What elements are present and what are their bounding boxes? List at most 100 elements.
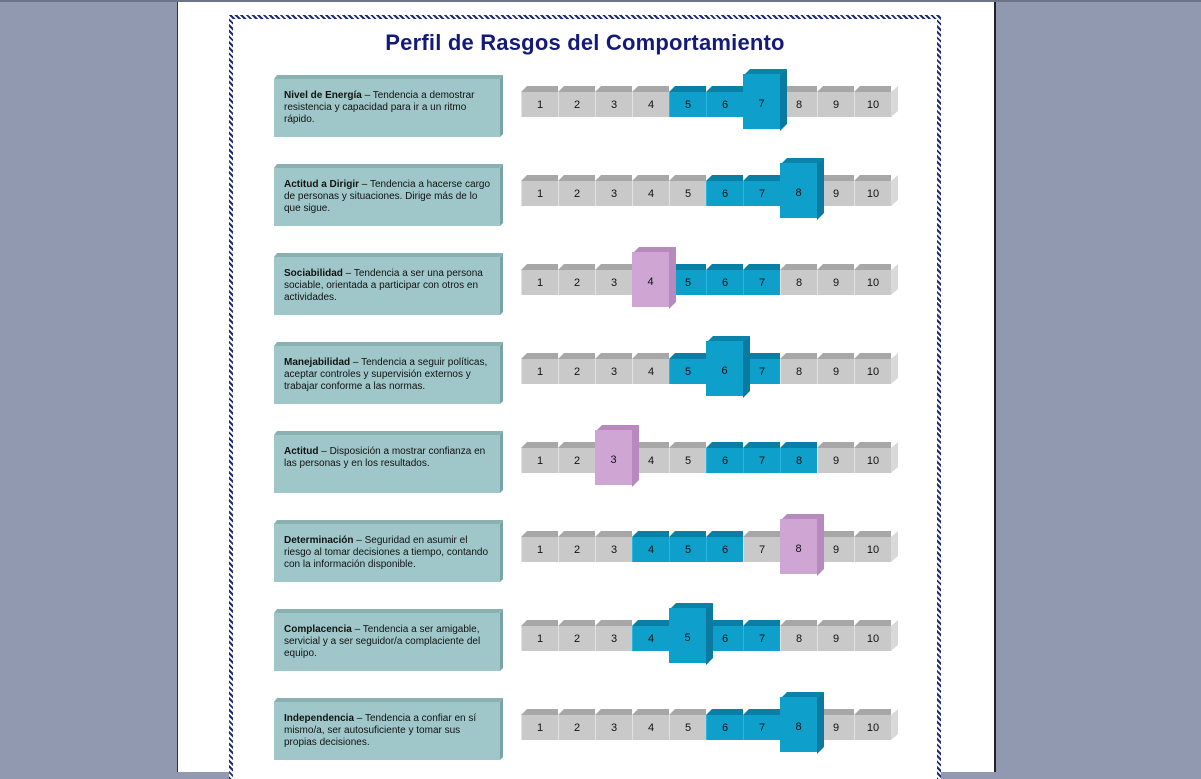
- scale-cell-top: [669, 442, 706, 448]
- trait-name: Determinación: [284, 535, 354, 546]
- scale-cell-top: [706, 442, 743, 448]
- box-top-bevel: [274, 698, 503, 702]
- trait-row: Determinación – Seguridad en asumir el r…: [233, 514, 937, 587]
- scale-cell: 5: [669, 537, 706, 562]
- scale-cell-top: [521, 175, 558, 181]
- trait-description: – Tendencia a hacerse cargo de personas …: [284, 179, 491, 214]
- scale-cell: 3: [595, 181, 632, 206]
- trait-name: Actitud a Dirigir: [284, 179, 360, 190]
- trait-description-box: Sociabilidad – Tendencia a ser una perso…: [274, 253, 503, 315]
- score-marker-side: [817, 692, 824, 754]
- scale-cell-top: [595, 709, 632, 715]
- scale-cell: 10: [854, 626, 891, 651]
- scale-cell-top: [632, 709, 669, 715]
- scale-cell: 1: [521, 359, 558, 384]
- trait-row: Nivel de Energía – Tendencia a demostrar…: [233, 69, 937, 142]
- trait-description: – Tendencia a ser una persona sociable, …: [284, 268, 483, 303]
- trait-name: Actitud: [284, 446, 319, 457]
- score-marker-top: [743, 69, 787, 76]
- score-marker-side: [632, 425, 639, 487]
- scale-cell: 4: [632, 537, 669, 562]
- score-marker: 7: [743, 74, 780, 129]
- scale-cell: 10: [854, 359, 891, 384]
- scale-cell-top: [632, 442, 669, 448]
- scale-cell: 1: [521, 626, 558, 651]
- trait-row: Complacencia – Tendencia a ser amigable,…: [233, 603, 937, 676]
- scale-cell-top: [558, 264, 595, 270]
- box-side-bevel: [500, 698, 503, 760]
- scale-cell: 3: [595, 359, 632, 384]
- scale-cell-top: [854, 531, 891, 537]
- trait-description-box: Manejabilidad – Tendencia a seguir polít…: [274, 342, 503, 404]
- scale-cell-top: [817, 531, 854, 537]
- scale-cell: 7: [743, 715, 780, 740]
- trait-description-box: Nivel de Energía – Tendencia a demostrar…: [274, 75, 503, 137]
- box-side-bevel: [500, 431, 503, 493]
- scale-end-bevel: [891, 86, 898, 117]
- scale-cell-top: [521, 442, 558, 448]
- trait-description: – Tendencia a confiar en sí mismo/a, ser…: [284, 713, 477, 748]
- scale-cell-top: [780, 264, 817, 270]
- scale-cell-top: [743, 175, 780, 181]
- scale-cell-top: [854, 353, 891, 359]
- score-marker-top: [706, 336, 750, 343]
- scale-cell: 8: [780, 626, 817, 651]
- box-face: Determinación – Seguridad en asumir el r…: [274, 524, 500, 582]
- scale-cell: 7: [743, 537, 780, 562]
- scale-cell: 7: [743, 181, 780, 206]
- scale-end-bevel: [891, 353, 898, 384]
- scale-cell: 5: [669, 181, 706, 206]
- box-top-bevel: [274, 164, 503, 168]
- scale-cell-top: [706, 175, 743, 181]
- scale-cell-top: [669, 264, 706, 270]
- box-face: Manejabilidad – Tendencia a seguir polít…: [274, 346, 500, 404]
- scale-end-bevel: [891, 531, 898, 562]
- box-side-bevel: [500, 75, 503, 137]
- trait-description-box: Complacencia – Tendencia a ser amigable,…: [274, 609, 503, 671]
- scale-cell: 10: [854, 92, 891, 117]
- score-marker-top: [780, 514, 824, 521]
- scale-cell: 2: [558, 448, 595, 473]
- scale-cell: 1: [521, 715, 558, 740]
- scale-cell-top: [521, 531, 558, 537]
- scale-cell: 3: [595, 92, 632, 117]
- score-marker-side: [780, 69, 787, 131]
- scale-cell-top: [632, 86, 669, 92]
- scale-cell: 3: [595, 537, 632, 562]
- trait-name: Manejabilidad: [284, 357, 351, 368]
- trait-description-box: Actitud a Dirigir – Tendencia a hacerse …: [274, 164, 503, 226]
- trait-row: Independencia – Tendencia a confiar en s…: [233, 692, 937, 765]
- scale-cell: 2: [558, 270, 595, 295]
- document-page: Perfil de Rasgos del Comportamiento Nive…: [177, 2, 996, 779]
- scale-cell: 8: [780, 270, 817, 295]
- scale-cell-top: [817, 353, 854, 359]
- scale-cell-top: [558, 531, 595, 537]
- scale-cell-top: [521, 353, 558, 359]
- trait-name: Complacencia: [284, 624, 352, 635]
- scale-cell-top: [595, 531, 632, 537]
- scale-cell: 1: [521, 92, 558, 117]
- scale-cell: 5: [669, 92, 706, 117]
- box-face: Independencia – Tendencia a confiar en s…: [274, 702, 500, 760]
- box-face: Complacencia – Tendencia a ser amigable,…: [274, 613, 500, 671]
- scale-end-bevel: [891, 709, 898, 740]
- trait-name: Sociabilidad: [284, 268, 343, 279]
- scale-cell-top: [780, 442, 817, 448]
- score-marker: 8: [780, 163, 817, 218]
- scale-cell-top: [743, 353, 780, 359]
- trait-row: Sociabilidad – Tendencia a ser una perso…: [233, 247, 937, 320]
- scale-cell-top: [558, 442, 595, 448]
- scale-end-bevel: [891, 175, 898, 206]
- dashed-frame: Perfil de Rasgos del Comportamiento Nive…: [229, 15, 941, 779]
- score-marker-top: [669, 603, 713, 610]
- trait-description: – Tendencia a demostrar resistencia y ca…: [284, 90, 475, 125]
- scale-cell-top: [521, 264, 558, 270]
- scale-cell-top: [743, 442, 780, 448]
- scale-cell-top: [743, 531, 780, 537]
- trait-row: Actitud a Dirigir – Tendencia a hacerse …: [233, 158, 937, 231]
- scale-cell: 4: [632, 626, 669, 651]
